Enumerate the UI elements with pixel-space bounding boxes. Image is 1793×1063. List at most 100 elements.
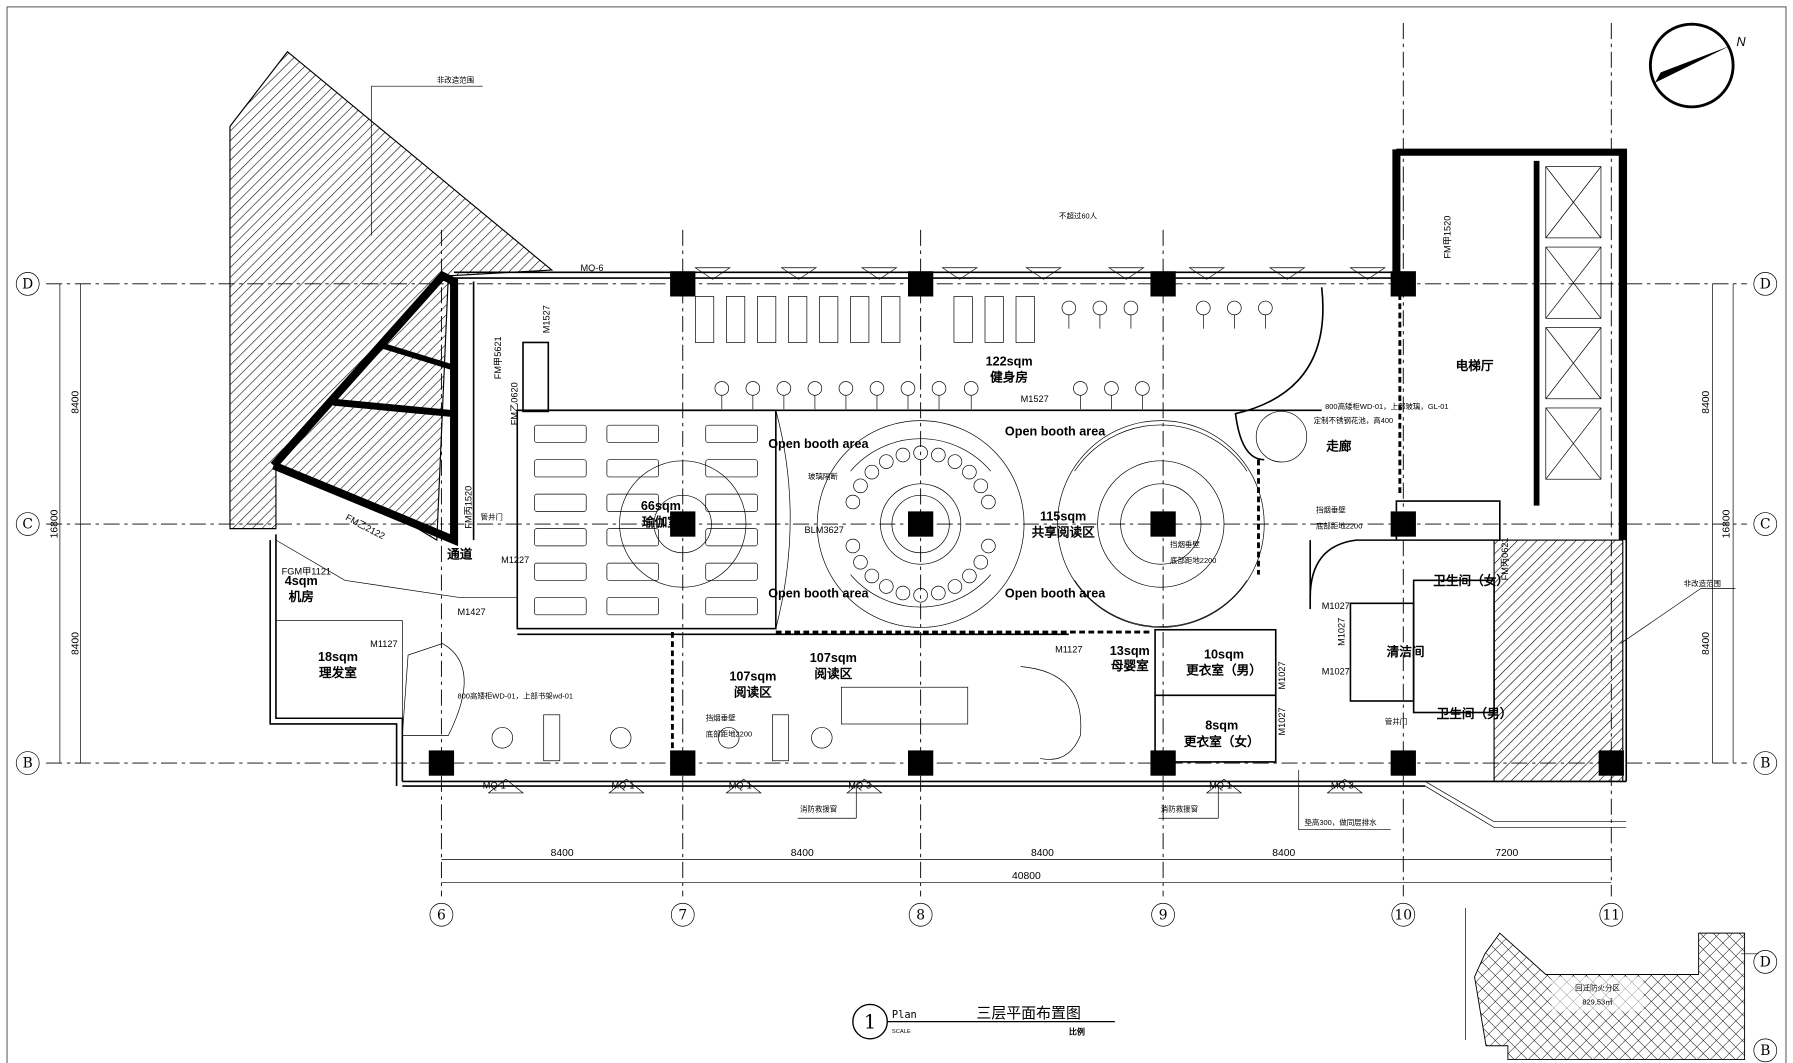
yoga-mat — [534, 493, 587, 512]
key-plan-grid-b: B — [1760, 1043, 1770, 1059]
door-fm0620: FM乙0620 — [509, 382, 519, 425]
column — [1150, 511, 1176, 537]
scale-cn-label: 比例 — [1069, 1026, 1085, 1036]
shaft-door-label-2: 管井门 — [1385, 716, 1407, 726]
window-top — [780, 267, 818, 280]
exercise-bike — [869, 381, 885, 396]
window-top — [1107, 267, 1145, 280]
column — [428, 750, 455, 776]
column — [1150, 271, 1176, 297]
yoga-mat — [534, 528, 587, 547]
treadmill — [881, 296, 901, 343]
door-m1027-4: M1027 — [1277, 661, 1287, 689]
bottom-dimensions: 8400 8400 8400 8400 7200 40800 — [441, 848, 1612, 883]
interior-walls — [275, 275, 1501, 764]
dim-left-2: 8400 — [70, 632, 81, 655]
column — [670, 511, 696, 537]
treadmill — [819, 296, 839, 343]
passage-name: 通道 — [447, 547, 473, 562]
exercise-bike — [807, 381, 823, 396]
grid-label-10: 10 — [1395, 907, 1413, 923]
yoga-mat — [606, 528, 659, 547]
elevator-car — [1545, 407, 1602, 480]
elevator-car — [1545, 166, 1602, 239]
planter-note: 定制不锈钢花池，高400 — [1314, 415, 1394, 425]
machine-name: 机房 — [289, 589, 314, 604]
dim-span-5: 7200 — [1495, 848, 1518, 859]
gym-area: 122sqm — [986, 354, 1033, 368]
locker-m-area: 10sqm — [1204, 647, 1244, 661]
key-plan-area: 829.53㎡ — [1582, 997, 1613, 1006]
booth-seat — [947, 454, 963, 469]
open-booth-label-2: Open booth area — [1005, 425, 1106, 439]
exercise-bike — [900, 381, 916, 396]
column — [670, 271, 696, 297]
exercise-bike — [714, 381, 730, 396]
column — [907, 750, 934, 776]
door-m1027-2: M1027 — [1322, 667, 1350, 677]
window-top — [941, 267, 979, 280]
glass-partition-note: 玻璃隔断 — [808, 471, 838, 481]
drawing-title: 三层平面布置图 — [976, 1005, 1080, 1022]
smoke-height-note: 底部距地2200 — [1316, 521, 1362, 531]
gym-name: 健身房 — [990, 370, 1028, 385]
open-booth-label-4: Open booth area — [1005, 587, 1106, 601]
booth-seat — [981, 494, 996, 510]
dim-span-1: 8400 — [551, 848, 574, 859]
wc-male-name: 卫生间（男） — [1437, 706, 1513, 721]
mother-area: 13sqm — [1110, 644, 1150, 658]
elevator-cross — [1545, 327, 1602, 399]
door-m1027-5: M1027 — [1277, 707, 1287, 735]
yoga-mat — [705, 562, 758, 581]
open-booth-label-3: Open booth area — [768, 587, 869, 601]
dim-right-1: 8400 — [1701, 390, 1712, 413]
door-m1127: M1127 — [370, 639, 397, 649]
booth-seat — [879, 454, 894, 469]
booth-seat — [879, 579, 894, 594]
grid-bubbles-vertical: 6 7 8 9 10 11 — [429, 902, 1624, 927]
booth-seat — [962, 464, 977, 480]
gym-equipment — [695, 296, 1273, 410]
booth-seat — [931, 447, 946, 463]
elevator-cross — [1545, 246, 1602, 319]
reading-b-name: 阅读区 — [814, 666, 852, 681]
treadmill — [788, 296, 808, 343]
column — [907, 511, 934, 537]
plan-label: Plan — [892, 1009, 917, 1021]
key-plan: 回迁防火分区 829.53㎡ D B — [1465, 907, 1778, 1063]
booth-seat — [895, 447, 911, 463]
exercise-bike — [1135, 381, 1150, 396]
north-arrow: N — [1648, 22, 1747, 109]
treadmill — [757, 296, 777, 343]
door-m1227: M1227 — [501, 555, 529, 565]
booth-seats — [845, 445, 996, 603]
window-bottom — [725, 778, 762, 794]
yoga-mat — [606, 424, 659, 443]
window-top — [694, 267, 732, 280]
grid-label-d: D — [22, 276, 33, 292]
door-fm1520: FM丙1520 — [463, 486, 473, 529]
smoke-height-note-3: 底部距地2200 — [706, 729, 752, 739]
room-labels: 122sqm 健身房 66sqm 瑜伽室 115sqm 共享阅读区 107sqm… — [285, 354, 1513, 748]
reading-a-name: 阅读区 — [734, 684, 772, 699]
exercise-bike — [1123, 300, 1139, 316]
exercise-bike — [1104, 381, 1119, 396]
dim-left-total: 16800 — [50, 509, 61, 538]
annotations: 不超过60人 MQ-6 800高矮柜WD-01，上部玻璃，GL-01 定制不锈钢… — [282, 210, 1510, 831]
smoke-wall-note-2: 挡烟垂壁 — [1170, 539, 1200, 549]
elevator-cross — [1545, 407, 1602, 480]
booth-seat — [973, 554, 989, 570]
shared-reading-area: 115sqm — [1040, 510, 1086, 524]
door-fm5621: FM甲5621 — [493, 336, 503, 379]
dim-span-2: 8400 — [791, 848, 814, 859]
booth-seat — [962, 568, 977, 584]
window-bottom — [846, 778, 883, 794]
grid-label-b: B — [23, 756, 33, 772]
shaft-door-label: 管井门 — [480, 511, 502, 521]
booth-seat — [913, 588, 928, 603]
reading-circles — [619, 420, 1265, 628]
corridor-name: 走廊 — [1326, 438, 1352, 453]
dim-span-3: 8400 — [1031, 848, 1054, 859]
yoga-mats — [534, 424, 758, 616]
column — [670, 750, 696, 776]
